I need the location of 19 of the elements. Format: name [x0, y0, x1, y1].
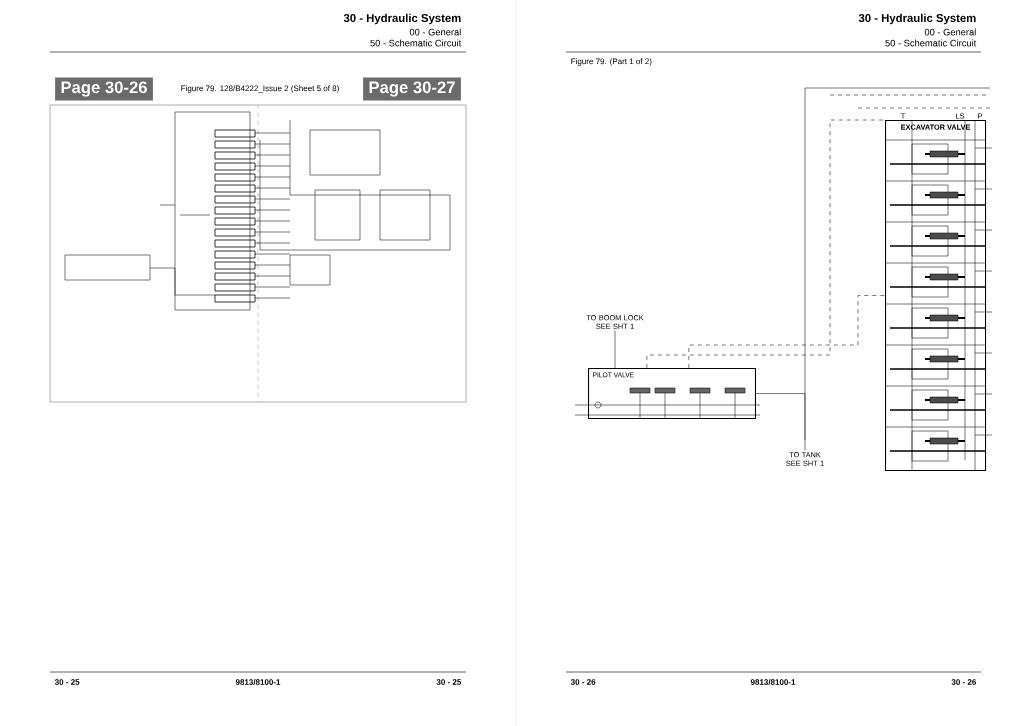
figure-caption: Figure 79. 128/B4222_Issue 2 (Sheet 5 of 8) [181, 85, 339, 93]
pipe-line [755, 393, 806, 451]
footer-text: 9813/8100-1 [750, 679, 796, 685]
section-heading: 30 - Hydraulic System [343, 13, 461, 25]
pipe-line [614, 330, 616, 369]
page-tab: Page 30-26 [55, 77, 153, 101]
footer-text: 30 - 26 [570, 679, 596, 685]
subsection-heading: 50 - Schematic Circuit [885, 39, 977, 47]
footer-text: 30 - 25 [54, 679, 80, 685]
footer-text: 30 - 26 [951, 679, 976, 685]
footer-text: 30 - 25 [436, 679, 462, 685]
subsection-heading: 50 - Schematic Circuit [370, 39, 462, 47]
subsection-heading: 00 - General [409, 28, 461, 36]
pipe-line [646, 119, 886, 369]
footer-text: 9813/8100-1 [235, 679, 281, 685]
section-heading: 30 - Hydraulic System [858, 13, 976, 25]
subsection-heading: 00 - General [924, 28, 976, 36]
page-tab: Page 30-27 [363, 77, 461, 101]
figure-caption: Figure 79. (Part 1 of 2) [571, 58, 652, 66]
